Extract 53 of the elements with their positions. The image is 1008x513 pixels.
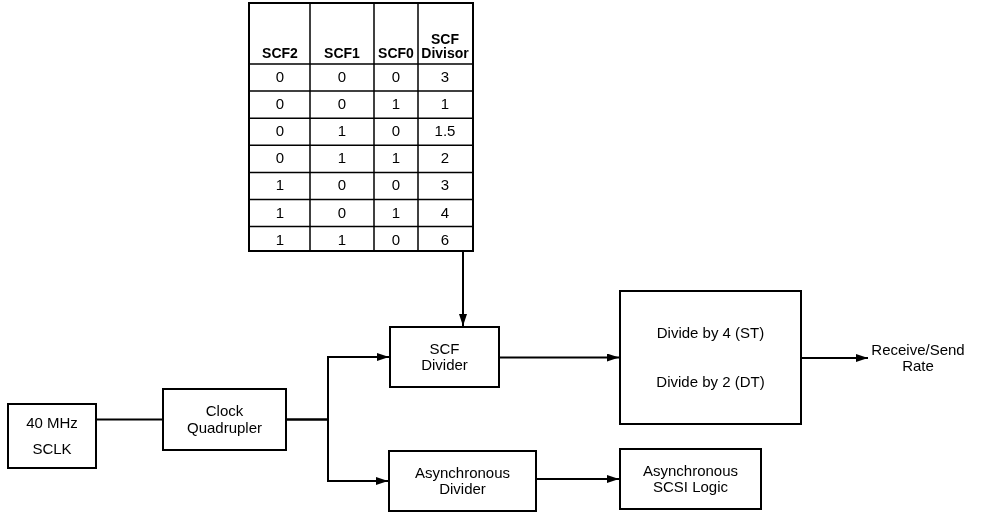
table-value: 0	[390, 123, 402, 142]
block-label: Divide by 2 (DT)	[656, 373, 765, 391]
table-value: 0	[390, 231, 402, 250]
arrow	[536, 475, 620, 483]
table-value: 1	[336, 231, 348, 250]
column-header: SCF2	[261, 44, 299, 63]
arrow	[499, 353, 620, 362]
table-value: 2	[439, 150, 451, 169]
table-value: 0	[274, 123, 286, 142]
process-box	[619, 290, 802, 425]
block-label: Asynchronous Divider	[413, 464, 512, 498]
table-value: 1	[390, 150, 402, 169]
arrow	[459, 251, 467, 327]
table-value: 0	[274, 69, 286, 87]
block-label: SCF Divider	[420, 340, 469, 374]
block-label: SCLK	[32, 440, 72, 458]
table-value: 1	[274, 231, 286, 250]
table-value: 1	[336, 150, 348, 169]
arrow	[801, 354, 869, 362]
table-value: 3	[439, 177, 451, 196]
table-value: 1	[439, 96, 451, 115]
table-value: 0	[336, 177, 348, 196]
column-header: SCF Divisor	[420, 30, 470, 63]
table-value: 6	[439, 231, 451, 250]
table-value: 1	[390, 96, 402, 115]
process-box	[389, 326, 500, 388]
table-value: 1	[274, 204, 286, 223]
table-value: 0	[336, 69, 348, 87]
process-box	[388, 450, 537, 512]
process-box	[7, 403, 97, 469]
table-value: 4	[439, 204, 451, 223]
table-value: 0	[390, 69, 402, 87]
process-box	[162, 388, 287, 451]
block-label: Divide by 4 (ST)	[656, 324, 765, 342]
arrow	[286, 418, 389, 485]
table-value: 0	[274, 96, 286, 115]
block-label: Asynchronous SCSI Logic	[641, 462, 740, 496]
table-value: 0	[390, 177, 402, 196]
table-value: 1	[336, 123, 348, 142]
table-value: 0	[336, 204, 348, 223]
table-value: 3	[439, 69, 451, 87]
table-value: 1	[390, 204, 402, 223]
connector-line	[96, 418, 163, 421]
table-value: 1	[274, 177, 286, 196]
block-label: 40 MHz	[26, 414, 78, 432]
output-label: Receive/Send Rate	[870, 341, 966, 375]
table-value: 1.5	[433, 123, 457, 142]
table-value: 0	[274, 150, 286, 169]
process-box	[619, 448, 762, 510]
column-header: SCF0	[377, 44, 415, 63]
block-label: Clock Quadrupler	[185, 403, 263, 436]
column-header: SCF1	[323, 44, 361, 63]
table-value: 0	[336, 96, 348, 115]
